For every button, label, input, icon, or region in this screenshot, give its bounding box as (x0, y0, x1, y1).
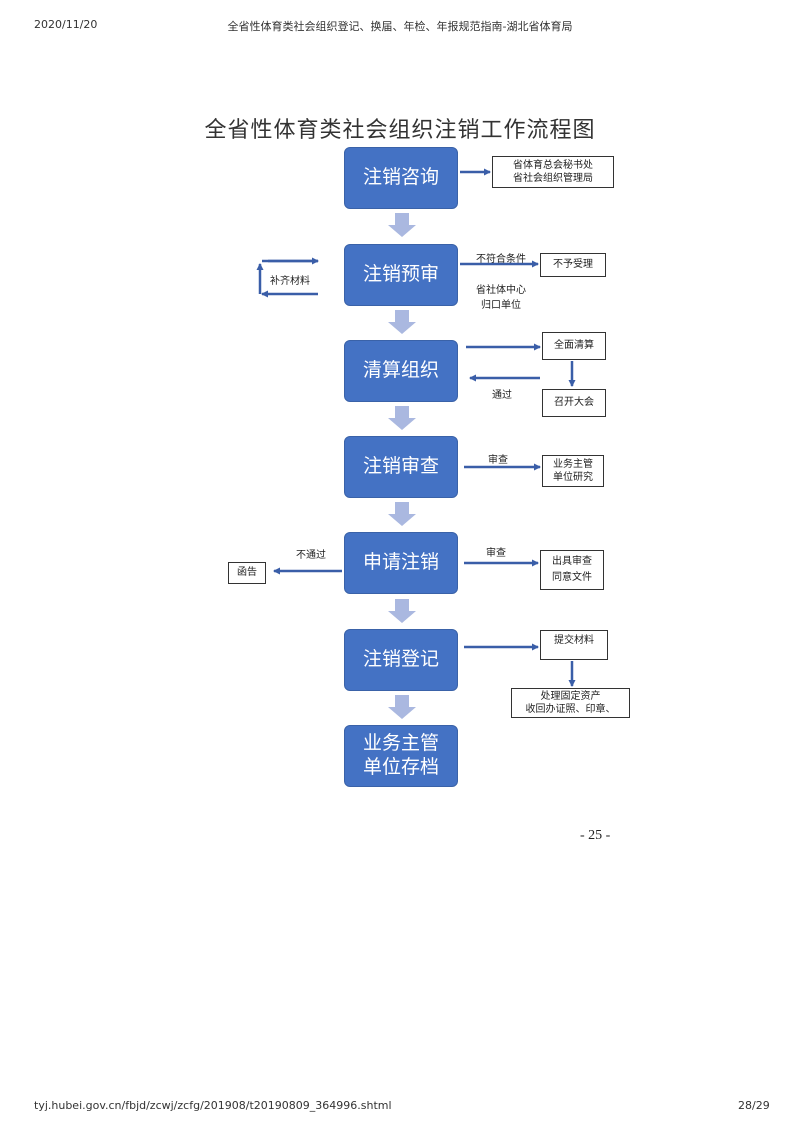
step-pre-review: 注销预审 (344, 244, 458, 306)
page-url: tyj.hubei.gov.cn/fbjd/zcwj/zcfg/201908/t… (34, 1099, 392, 1112)
label-not-qualified: 不符合条件 (476, 254, 526, 265)
down-arrow-5 (388, 599, 416, 623)
print-date: 2020/11/20 (34, 18, 98, 31)
box-full-clearing: 全面清算 (542, 332, 606, 360)
label-passed: 通过 (492, 390, 512, 401)
step-liquidation: 清算组织 (344, 340, 458, 402)
box-issue-approval: 出具审查 同意文件 (540, 550, 604, 590)
step-archive: 业务主管 单位存档 (344, 725, 458, 787)
box-dispose-assets: 处理固定资产 收回办证照、印章、 (511, 688, 630, 718)
down-arrow-6 (388, 695, 416, 719)
page-count: 28/29 (738, 1099, 770, 1112)
label-not-passed: 不通过 (296, 550, 326, 561)
label-supplement: 补齐材料 (270, 276, 310, 287)
down-arrow-2 (388, 310, 416, 334)
step-cancellation-review: 注销审查 (344, 436, 458, 498)
label-review-1: 审查 (488, 455, 508, 466)
box-letter: 函告 (228, 562, 266, 584)
label-review-2: 审查 (486, 548, 506, 559)
box-convene-meeting: 召开大会 (542, 389, 606, 417)
down-arrow-3 (388, 406, 416, 430)
document-title: 全省性体育类社会组织登记、换届、年检、年报规范指南-湖北省体育局 (227, 20, 573, 33)
label-centralized-unit: 省社体中心 归口单位 (476, 285, 526, 311)
step-cancellation-registration: 注销登记 (344, 629, 458, 691)
down-arrow-4 (388, 502, 416, 526)
box-consult-target: 省体育总会秘书处 省社会组织管理局 (492, 156, 614, 188)
step-apply-cancellation: 申请注销 (344, 532, 458, 594)
box-supervisor-review: 业务主管 单位研究 (542, 455, 604, 487)
box-reject: 不予受理 (540, 253, 606, 277)
box-submit-materials: 提交材料 (540, 630, 608, 660)
step-cancellation-consult: 注销咨询 (344, 147, 458, 209)
page-number: - 25 - (580, 828, 611, 843)
diagram-title: 全省性体育类社会组织注销工作流程图 (204, 118, 596, 143)
down-arrow-1 (388, 213, 416, 237)
